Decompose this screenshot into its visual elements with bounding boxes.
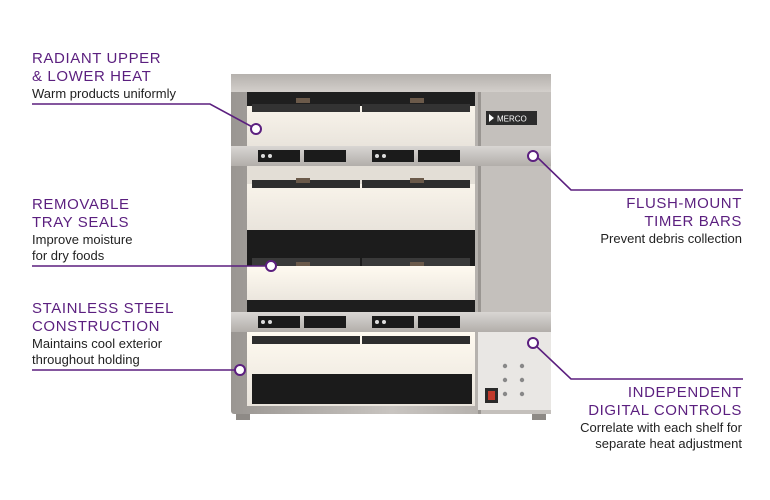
- marker-radiant: [250, 123, 262, 135]
- callout-timer-bars: FLUSH-MOUNT TIMER BARS Prevent debris co…: [600, 195, 742, 247]
- callout-title: TRAY SEALS: [32, 214, 130, 231]
- callout-stainless-steel: STAINLESS STEEL CONSTRUCTION Maintains c…: [32, 300, 174, 368]
- callout-title: FLUSH-MOUNT: [626, 195, 742, 212]
- callout-description: Correlate with each shelf for: [580, 420, 742, 435]
- callout-title: RADIANT UPPER: [32, 50, 162, 67]
- marker-timer: [527, 150, 539, 162]
- callout-description: Warm products uniformly: [32, 86, 176, 101]
- brand-label: MERCO: [497, 115, 527, 124]
- digital-control-panel: [478, 332, 551, 410]
- compartment-3: [247, 230, 475, 312]
- callout-radiant-heat: RADIANT UPPER & LOWER HEAT Warm products…: [32, 50, 176, 102]
- brand-badge: MERCO: [486, 111, 537, 125]
- callout-description: throughout holding: [32, 352, 140, 367]
- timer-bar-1: [231, 146, 551, 166]
- callout-title: DIGITAL CONTROLS: [588, 402, 742, 419]
- callout-description: separate heat adjustment: [595, 436, 742, 451]
- callout-tray-seals: REMOVABLE TRAY SEALS Improve moisture fo…: [32, 196, 132, 264]
- callout-title: CONSTRUCTION: [32, 318, 161, 335]
- callout-description: for dry foods: [32, 248, 105, 263]
- timer-bar-2: [231, 312, 551, 332]
- callout-digital-controls: INDEPENDENT DIGITAL CONTROLS Correlate w…: [580, 384, 742, 452]
- callout-description: Improve moisture: [32, 232, 133, 247]
- callout-title: TIMER BARS: [644, 213, 742, 230]
- callout-title: REMOVABLE: [32, 196, 130, 213]
- compartment-4: [247, 332, 475, 406]
- marker-tray: [265, 260, 277, 272]
- callout-description: Prevent debris collection: [600, 231, 742, 246]
- compartment-1: [247, 92, 475, 146]
- brand-logo-icon: [489, 114, 494, 122]
- callout-title: INDEPENDENT: [627, 384, 742, 401]
- callout-title: STAINLESS STEEL: [32, 300, 175, 317]
- compartment-2: [247, 166, 475, 230]
- marker-controls: [527, 337, 539, 349]
- marker-steel: [234, 364, 246, 376]
- callout-title: & LOWER HEAT: [32, 68, 152, 85]
- callout-description: Maintains cool exterior: [32, 336, 163, 351]
